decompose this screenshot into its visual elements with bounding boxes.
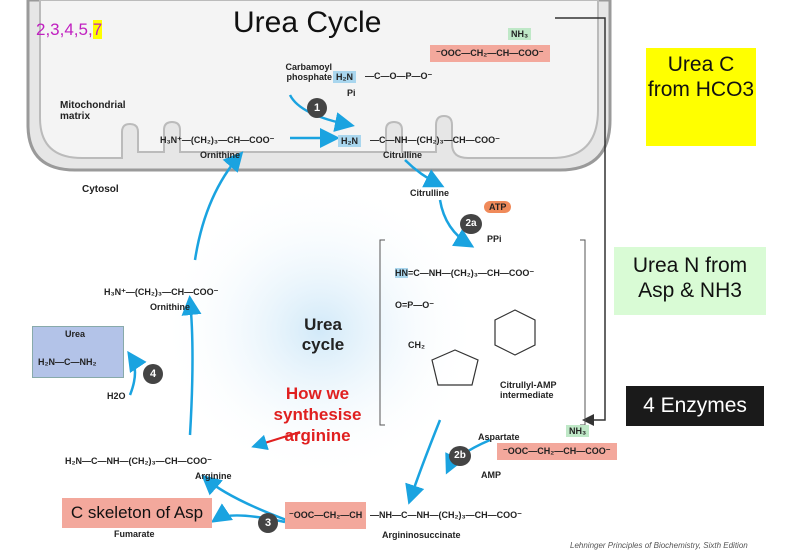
citrullyl-amp-formula: HN=C—NH—(CH₂)₃—CH—COO⁻ [395,268,535,278]
aspartate-matrix-nh3: NH₃ [508,28,532,40]
label-h2o: H2O [107,391,126,401]
label-amp: AMP [481,470,501,480]
aspartate-cytosol-label: Aspartate [478,432,520,442]
arrow-citrulline-to-amp [438,199,475,248]
step-note-highlight: 7 [92,20,103,39]
label-ppi: PPi [487,234,502,244]
carbamoyl-phosphate-tail: —C—O—P—O⁻ [365,71,433,81]
annotation-arrow [251,431,301,451]
aspartate-matrix-formula: ⁻OOC—CH₂—CH—COO⁻ [430,45,550,62]
mitochondrion-inner [39,0,599,159]
ornithine-matrix-formula: H₃N⁺—(CH₂)₃—CH—COO⁻ [160,135,275,145]
arrow-amp-to-argsucc [405,419,442,505]
ornithine-cytosol-label: Ornithine [150,302,190,312]
arrow-water-to-urea [127,350,147,396]
step-4-badge: 4 [143,364,163,384]
ornithine-cytosol-formula: H₃N⁺—(CH₂)₃—CH—COO⁻ [104,287,219,297]
arrow-citrulline-exit [404,159,445,188]
step-note: 2,3,4,5,7 [36,20,103,40]
c-skeleton-box: C skeleton of Asp [62,498,212,528]
enzymes-box: 4 Enzymes [626,386,764,426]
carbamoyl-nh2: H₂N [333,71,356,83]
label-cytosol: Cytosol [82,184,119,195]
aspartate-cytosol-formula: ⁻OOC—CH₂—CH—COO⁻ [497,443,617,460]
label-mitochondrial-matrix: Mitochondrial matrix [60,100,126,122]
ribose-ring [431,349,479,386]
credit-text: Lehninger Principles of Biochemistry, Si… [570,541,748,550]
aspartate-cytosol-nh3: NH₃ [566,425,590,437]
step-note-prefix: 2,3,4,5, [36,20,93,39]
arginine-label: Arginine [195,471,232,481]
step-2b-badge: 2b [449,446,471,466]
step-2a-badge: 2a [460,214,482,234]
phosphate-group: O=P—O⁻ [395,300,435,310]
citrulline-cytosol-label: Citrulline [410,188,450,198]
urea-formula: H₂N—C—NH₂ [38,357,97,367]
step-1-badge: 1 [307,98,327,118]
argsucc-rest: —NH—C—NH—(CH₂)₃—CH—COO⁻ [370,510,522,520]
step-3-badge: 3 [258,513,278,533]
arrow-ornithine-to-ornithine-matrix [193,151,244,261]
arrow-arginine-up [181,295,202,436]
urea-cycle-center-label: Urea cycle [301,315,345,354]
citrulline-formula: —C—NH—(CH₂)₃—CH—COO⁻ [370,135,500,145]
page-title: Urea Cycle [233,6,382,39]
urea-label: Urea [65,329,86,339]
citrulline-matrix-label: Citrulline [383,150,423,160]
urea-box [32,326,124,378]
fumarate-label: Fumarate [114,529,155,539]
urea-c-box: Urea C from HCO3 [646,48,756,146]
citrullyl-amp-label: Citrullyl-AMP intermediate [500,380,557,400]
annotation-text: How we synthesise arginine [273,384,362,445]
argsucc-label: Argininosuccinate [382,530,461,540]
argsucc-asp-part: ⁻OOC—CH₂—CH [285,502,367,529]
ch2-group: CH₂ [408,340,425,350]
citrulline-nh2: H₂N [338,135,361,147]
atp-badge: ATP [484,201,512,213]
arginine-formula: H₂N—C—NH—(CH₂)₃—CH—COO⁻ [65,456,212,466]
carbamoyl-phosphate: Carbamoyl phosphate [285,62,332,82]
urea-n-box: Urea N from Asp & NH3 [614,247,766,315]
adenine-ring [494,309,536,356]
aspartate-transport-line [555,17,606,426]
ornithine-matrix-label: Ornithine [200,150,240,160]
label-pi: Pi [347,88,356,98]
